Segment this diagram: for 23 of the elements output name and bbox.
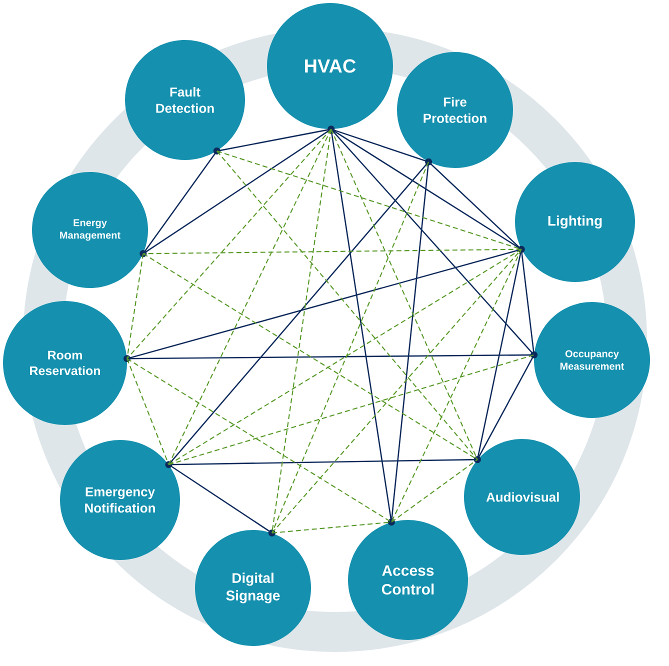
connector-line: [428, 161, 522, 250]
connector-line: [126, 358, 392, 523]
connector-line: [168, 128, 332, 465]
connector-line: [143, 248, 522, 254]
connector-line: [271, 162, 430, 534]
connector-line: [142, 253, 478, 460]
connector-line: [142, 150, 218, 254]
connector-line: [476, 354, 535, 460]
connector-line: [272, 522, 392, 534]
connector-line: [272, 248, 522, 534]
connector-line: [168, 464, 272, 534]
connector-line: [126, 128, 332, 360]
connector-line: [330, 128, 478, 460]
connector-line: [330, 128, 534, 356]
connector-line: [142, 128, 332, 254]
connector-line: [126, 358, 170, 465]
connector-line: [168, 354, 534, 466]
connector-line: [391, 459, 478, 523]
connector-line: [168, 161, 430, 466]
connector-line: [216, 150, 478, 460]
connector-line: [168, 248, 522, 466]
connector-line: [390, 249, 522, 522]
connector-line: [126, 254, 144, 359]
